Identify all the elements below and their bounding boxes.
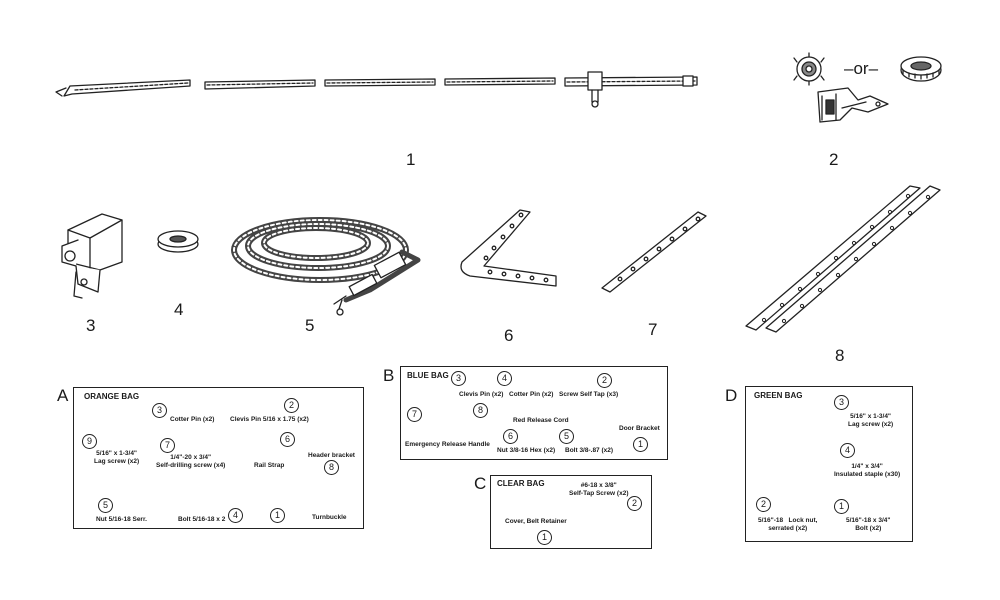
blue-cord-label: Red Release Cord xyxy=(513,417,569,424)
clear-screw-label: #6-18 x 3/8" Self-Tap Screw (x2) xyxy=(569,482,629,497)
pulley xyxy=(900,56,942,82)
rail-section-3 xyxy=(324,78,436,87)
part-number-6: 6 xyxy=(504,326,514,345)
green-bolt-number: 1 xyxy=(834,499,849,514)
orange-bag-box: ORANGE BAG 3 Cotter Pin (x2) 2 Clevis Pi… xyxy=(73,387,364,529)
blue-bag-title: BLUE BAG xyxy=(407,371,449,380)
blue-clevis-label: Clevis Pin (x2) xyxy=(459,391,504,398)
blue-nut-number: 6 xyxy=(503,429,518,444)
orange-selfdrill-label: 1/4"-20 x 3/4" Self-drilling screw (x4) xyxy=(156,454,226,469)
orange-bolt-label: Bolt 5/16-18 x 2 xyxy=(178,516,226,523)
blue-handle-label: Emergency Release Handle xyxy=(405,441,490,448)
blue-door-number: 1 xyxy=(633,437,648,452)
orange-turnbuckle-number: 1 xyxy=(270,508,285,523)
rail-section-5 xyxy=(564,71,698,108)
green-bag-title: GREEN BAG xyxy=(754,391,803,400)
orange-clevis-number: 2 xyxy=(284,398,299,413)
orange-turnbuckle-label: Turnbuckle xyxy=(312,514,347,521)
blue-cotter-number: 4 xyxy=(497,371,512,386)
blue-handle-number: 7 xyxy=(407,407,422,422)
orange-railstrap-label: Rail Strap xyxy=(254,462,285,469)
blue-cord-number: 8 xyxy=(473,403,488,418)
orange-nut-number: 5 xyxy=(98,498,113,513)
green-lag-number: 3 xyxy=(834,395,849,410)
motor-bracket xyxy=(817,87,889,123)
trolley xyxy=(61,213,123,299)
part-number-1: 1 xyxy=(406,150,416,169)
clear-cover-label: Cover, Belt Retainer xyxy=(505,518,567,525)
part-number-5: 5 xyxy=(305,316,315,335)
group-letter-c: C xyxy=(474,474,487,493)
green-locknut-label: 5/16"-18 Lock nut, serrated (x2) xyxy=(758,517,818,532)
rail-section-4 xyxy=(444,77,556,86)
clear-bag-box: CLEAR BAG #6-18 x 3/8" Self-Tap Screw (x… xyxy=(490,475,652,549)
rail-section-2 xyxy=(204,79,316,90)
straight-strap xyxy=(601,211,707,293)
rail-assembly xyxy=(55,71,698,108)
group-letter-d: D xyxy=(725,386,738,405)
blue-bag-box: BLUE BAG 3 Clevis Pin (x2) 4 Cotter Pin … xyxy=(400,366,668,460)
green-lag-label: 5/16" x 1-3/4" Lag screw (x2) xyxy=(848,413,894,428)
blue-bolt-label: Bolt 3/8-.87 (x2) xyxy=(565,447,614,454)
orange-header-number: 8 xyxy=(324,460,339,475)
green-staple-label: 1/4" x 3/4" Insulated staple (x30) xyxy=(834,463,901,478)
blue-nut-label: Nut 3/8-16 Hex (x2) xyxy=(497,447,556,454)
sprocket xyxy=(793,52,825,86)
blue-screw-label: Screw Self Tap (x3) xyxy=(559,391,619,398)
blue-screw-number: 2 xyxy=(597,373,612,388)
orange-cotter-label: Cotter Pin (x2) xyxy=(170,416,215,423)
clear-bag-title: CLEAR BAG xyxy=(497,479,545,488)
orange-cotter-number: 3 xyxy=(152,403,167,418)
orange-lag-number: 9 xyxy=(82,434,97,449)
idler-pulley xyxy=(157,230,199,253)
orange-header-label: Header bracket xyxy=(308,452,355,459)
blue-clevis-number: 3 xyxy=(451,371,466,386)
orange-bag-title: ORANGE BAG xyxy=(84,392,140,401)
part-number-8: 8 xyxy=(835,346,845,365)
group-letter-a: A xyxy=(57,386,69,405)
orange-railstrap-number: 6 xyxy=(280,432,295,447)
blue-bolt-number: 5 xyxy=(559,429,574,444)
green-bag-box: GREEN BAG 3 5/16" x 1-3/4" Lag screw (x2… xyxy=(745,386,913,542)
l-bracket xyxy=(460,209,557,287)
clear-screw-number: 2 xyxy=(627,496,642,511)
green-locknut-number: 2 xyxy=(756,497,771,512)
part-number-3: 3 xyxy=(86,316,96,335)
or-separator: –or– xyxy=(844,59,879,78)
orange-selfdrill-number: 7 xyxy=(160,438,175,453)
belt-coil xyxy=(231,217,421,316)
blue-cotter-label: Cotter Pin (x2) xyxy=(509,391,554,398)
rail-section-1 xyxy=(55,79,191,97)
orange-clevis-label: Clevis Pin 5/16 x 1.75 (x2) xyxy=(230,416,309,423)
clear-cover-number: 1 xyxy=(537,530,552,545)
blue-door-label: Door Bracket xyxy=(619,425,660,432)
part-number-2: 2 xyxy=(829,150,839,169)
green-bolt-label: 5/16"-18 x 3/4" Bolt (x2) xyxy=(846,517,891,532)
group-letter-b: B xyxy=(383,366,395,385)
green-staple-number: 4 xyxy=(840,443,855,458)
orange-nut-label: Nut 5/16-18 Serr. xyxy=(96,516,147,523)
part-number-4: 4 xyxy=(174,300,184,319)
part-number-7: 7 xyxy=(648,320,658,339)
orange-bolt-number: 4 xyxy=(228,508,243,523)
long-straps xyxy=(745,185,941,333)
orange-lag-label: 5/16" x 1-3/4" Lag screw (x2) xyxy=(94,450,140,465)
